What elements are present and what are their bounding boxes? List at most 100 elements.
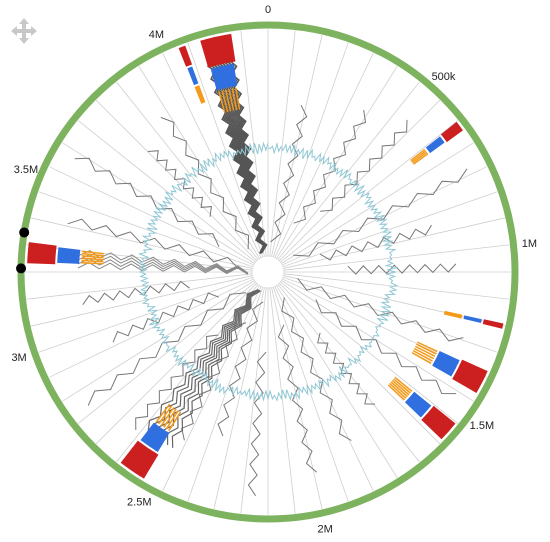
spoke-line bbox=[77, 281, 256, 424]
black-dot-marker bbox=[16, 263, 27, 274]
feature-blue bbox=[404, 391, 432, 418]
feature-orange bbox=[228, 88, 235, 111]
feature-red bbox=[452, 359, 488, 394]
feature-orange bbox=[413, 347, 435, 360]
tick-label: 2.5M bbox=[127, 496, 151, 508]
feature-orange bbox=[390, 381, 408, 398]
spoke-line bbox=[276, 66, 398, 259]
feature-blue bbox=[432, 351, 460, 377]
move-arrows-icon[interactable] bbox=[10, 17, 38, 45]
feature-orange bbox=[411, 150, 427, 163]
link-zigzag bbox=[78, 254, 249, 274]
feature-orange bbox=[81, 259, 104, 263]
spoke-line bbox=[38, 276, 254, 353]
feature-orange bbox=[81, 255, 104, 259]
feature-orange bbox=[81, 257, 104, 261]
spoke-line bbox=[276, 285, 398, 478]
link-zigzag bbox=[171, 290, 262, 448]
feature-orange bbox=[411, 352, 432, 365]
spoke-line bbox=[281, 280, 474, 402]
feature-blue bbox=[463, 315, 482, 324]
link-zigzag bbox=[277, 324, 318, 473]
spoke-line bbox=[280, 120, 459, 263]
link-zigzag bbox=[77, 261, 249, 275]
link-zigzag bbox=[82, 280, 190, 305]
spoke-line bbox=[272, 42, 349, 258]
link-zigzag bbox=[147, 289, 259, 433]
tick-label: 1M bbox=[522, 238, 537, 250]
link-zigzag bbox=[67, 218, 239, 269]
spoke-line bbox=[283, 244, 510, 271]
feature-orange bbox=[168, 411, 182, 432]
similarity-links bbox=[67, 59, 468, 496]
feature-orange bbox=[410, 148, 426, 162]
link-zigzag bbox=[135, 334, 219, 431]
feature-orange bbox=[224, 89, 232, 112]
link-zigzag bbox=[160, 116, 250, 250]
spoke-line bbox=[279, 99, 441, 261]
spoke-line bbox=[240, 287, 267, 514]
spoke-line bbox=[272, 286, 349, 502]
tick-label: 3.5M bbox=[14, 164, 38, 176]
gc-content-ring bbox=[137, 141, 399, 402]
link-zigzag bbox=[228, 59, 268, 254]
feature-orange bbox=[196, 85, 205, 103]
feature-orange bbox=[195, 86, 204, 104]
feature-red bbox=[421, 405, 456, 440]
spoke-line bbox=[95, 99, 257, 261]
link-zigzag bbox=[247, 351, 267, 496]
link-zigzag bbox=[281, 297, 352, 441]
spoke-line bbox=[279, 283, 441, 445]
spoke-line bbox=[62, 142, 255, 264]
spoke-line bbox=[95, 283, 257, 445]
spoke-line bbox=[281, 142, 474, 264]
feature-orange bbox=[389, 382, 407, 399]
tick-label: 1.5M bbox=[470, 420, 494, 432]
feature-red bbox=[120, 440, 159, 479]
spoke-line bbox=[162, 286, 262, 492]
spoke-line bbox=[283, 273, 510, 300]
feature-orange bbox=[165, 410, 179, 430]
center-hub bbox=[251, 255, 285, 289]
black-markers bbox=[16, 227, 30, 274]
spoke-line bbox=[269, 30, 296, 257]
link-zigzag bbox=[77, 257, 249, 275]
link-zigzag bbox=[319, 224, 432, 261]
spoke-line bbox=[48, 278, 254, 378]
feature-orange bbox=[218, 91, 226, 113]
feature-orange bbox=[416, 343, 437, 355]
feature-orange bbox=[391, 379, 410, 396]
feature-red bbox=[27, 242, 57, 265]
feature-orange bbox=[443, 313, 462, 319]
spoke-line bbox=[282, 166, 488, 266]
feature-orange bbox=[221, 90, 229, 113]
tick-label: 500k bbox=[432, 71, 456, 83]
link-zigzag bbox=[297, 277, 464, 342]
spoke-line bbox=[274, 52, 374, 258]
feature-red bbox=[440, 121, 463, 143]
spoke-line bbox=[280, 281, 459, 424]
spoke-line bbox=[187, 286, 264, 502]
spoke-line bbox=[274, 286, 374, 492]
feature-red bbox=[178, 45, 193, 67]
feature-orange bbox=[155, 403, 171, 423]
feature-orange bbox=[81, 261, 104, 265]
link-zigzag bbox=[293, 168, 468, 257]
spoke-line bbox=[187, 42, 264, 258]
feature-orange bbox=[163, 408, 177, 428]
feature-orange bbox=[387, 384, 405, 401]
feature-orange bbox=[231, 88, 238, 111]
link-zigzag bbox=[317, 332, 376, 405]
spoke-line bbox=[77, 120, 256, 263]
feature-blue bbox=[57, 247, 81, 264]
feature-red bbox=[200, 33, 236, 68]
tick-label: 4M bbox=[149, 29, 164, 41]
spoke-line bbox=[269, 287, 296, 514]
spoke-line bbox=[271, 287, 323, 509]
feature-blue bbox=[210, 63, 238, 91]
spoke-line bbox=[277, 81, 420, 260]
link-zigzag bbox=[181, 322, 247, 441]
spoke-line bbox=[62, 280, 255, 402]
feature-orange bbox=[160, 407, 175, 427]
